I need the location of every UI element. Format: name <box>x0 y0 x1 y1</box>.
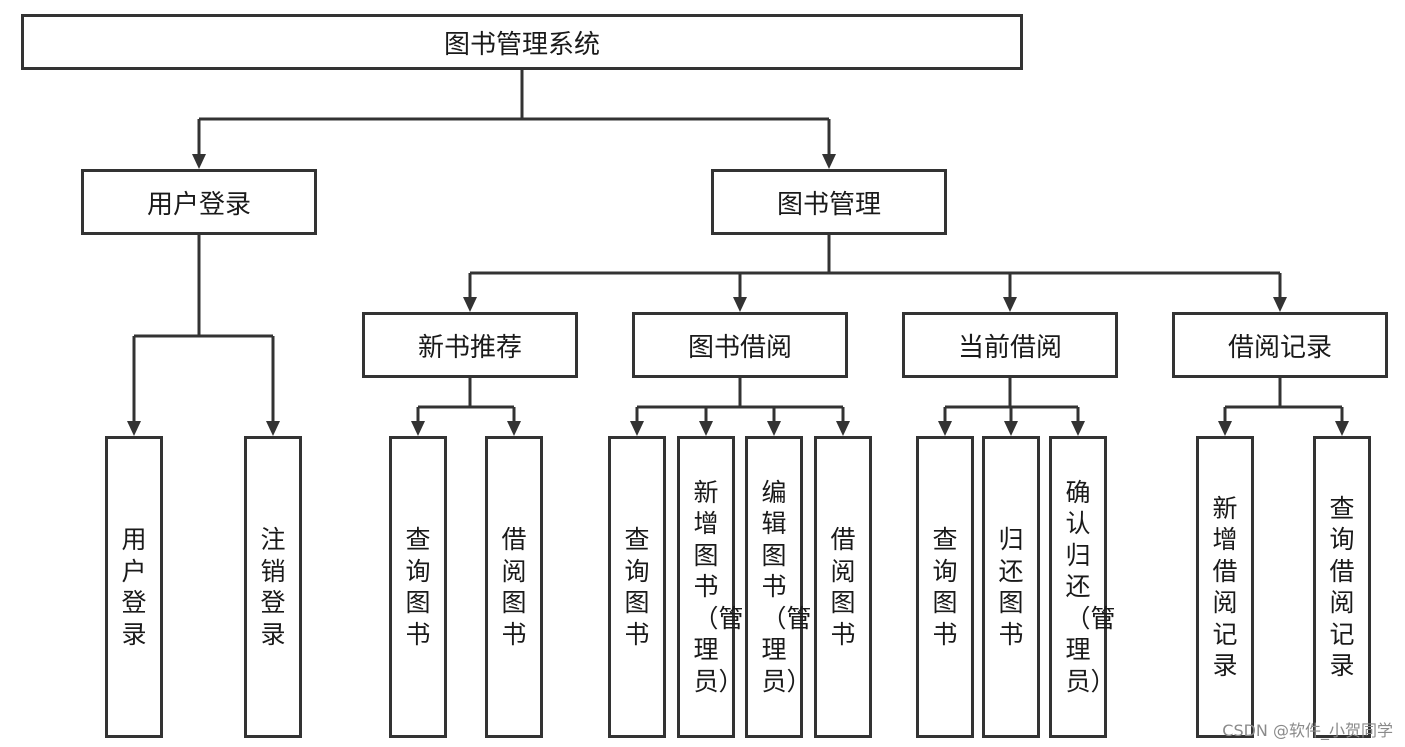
root-node: 图书管理系统 <box>21 14 1023 70</box>
arrowhead <box>266 421 280 436</box>
leaf-new-books-query: 查询图书 <box>389 436 447 738</box>
leaf-new-books-query-label: 查询图书 <box>405 525 431 649</box>
module-new-books-label: 新书推荐 <box>417 332 522 363</box>
arrowhead <box>1071 421 1085 436</box>
arrowhead <box>1218 421 1232 436</box>
leaf-current-return-label: 归还图书 <box>998 525 1024 649</box>
leaf-borrowing-borrow-label: 借阅图书 <box>830 525 856 649</box>
book-management-node: 图书管理 <box>711 169 947 235</box>
book-management-node-label: 图书管理 <box>776 189 881 220</box>
leaf-records-query: 查询借阅记录 <box>1313 436 1371 738</box>
arrowhead <box>507 421 521 436</box>
user-login-node-label: 用户登录 <box>146 189 251 220</box>
user-login-node: 用户登录 <box>81 169 317 235</box>
leaf-new-books-borrow: 借阅图书 <box>485 436 543 738</box>
arrowhead <box>1004 421 1018 436</box>
leaf-borrowing-add-label: 新增图书（管理员） <box>693 477 744 696</box>
module-current-borrowing-label: 当前借阅 <box>957 332 1062 363</box>
watermark: CSDN @软件_小贺同学 <box>1222 721 1393 740</box>
arrowhead <box>822 154 836 169</box>
leaf-logout: 注销登录 <box>244 436 302 738</box>
leaf-records-add-label: 新增借阅记录 <box>1212 493 1238 681</box>
arrowhead <box>938 421 952 436</box>
leaf-borrowing-borrow: 借阅图书 <box>814 436 872 738</box>
arrowhead <box>463 297 477 312</box>
arrowhead <box>699 421 713 436</box>
leaf-current-query: 查询图书 <box>916 436 974 738</box>
arrowhead <box>192 154 206 169</box>
leaf-borrowing-edit: 编辑图书（管理员） <box>745 436 812 738</box>
root-node-label: 图书管理系统 <box>443 29 600 60</box>
module-book-borrowing: 图书借阅 <box>632 312 848 378</box>
leaf-records-add: 新增借阅记录 <box>1196 436 1254 738</box>
leaf-borrowing-query-label: 查询图书 <box>624 525 650 649</box>
arrowhead <box>1003 297 1017 312</box>
leaf-borrowing-edit-label: 编辑图书（管理员） <box>761 477 812 696</box>
leaf-new-books-borrow-label: 借阅图书 <box>501 525 527 649</box>
leaf-current-return: 归还图书 <box>982 436 1040 738</box>
leaf-current-query-label: 查询图书 <box>932 525 958 649</box>
leaf-borrowing-add: 新增图书（管理员） <box>677 436 744 738</box>
leaf-records-query-label: 查询借阅记录 <box>1329 493 1355 681</box>
module-current-borrowing: 当前借阅 <box>902 312 1118 378</box>
arrowhead <box>767 421 781 436</box>
arrowhead <box>127 421 141 436</box>
arrowhead <box>1335 421 1349 436</box>
arrowhead <box>411 421 425 436</box>
arrowhead <box>733 297 747 312</box>
module-borrow-records: 借阅记录 <box>1172 312 1388 378</box>
arrowhead <box>630 421 644 436</box>
module-new-books: 新书推荐 <box>362 312 578 378</box>
leaf-user-login-label: 用户登录 <box>121 525 147 649</box>
leaf-current-confirm: 确认归还（管理员） <box>1049 436 1116 738</box>
module-book-borrowing-label: 图书借阅 <box>687 332 792 363</box>
leaf-current-confirm-label: 确认归还（管理员） <box>1065 477 1116 696</box>
leaf-borrowing-query: 查询图书 <box>608 436 666 738</box>
leaf-logout-label: 注销登录 <box>260 525 286 649</box>
arrowhead <box>836 421 850 436</box>
arrowhead <box>1273 297 1287 312</box>
module-borrow-records-label: 借阅记录 <box>1227 332 1332 363</box>
leaf-user-login: 用户登录 <box>105 436 163 738</box>
